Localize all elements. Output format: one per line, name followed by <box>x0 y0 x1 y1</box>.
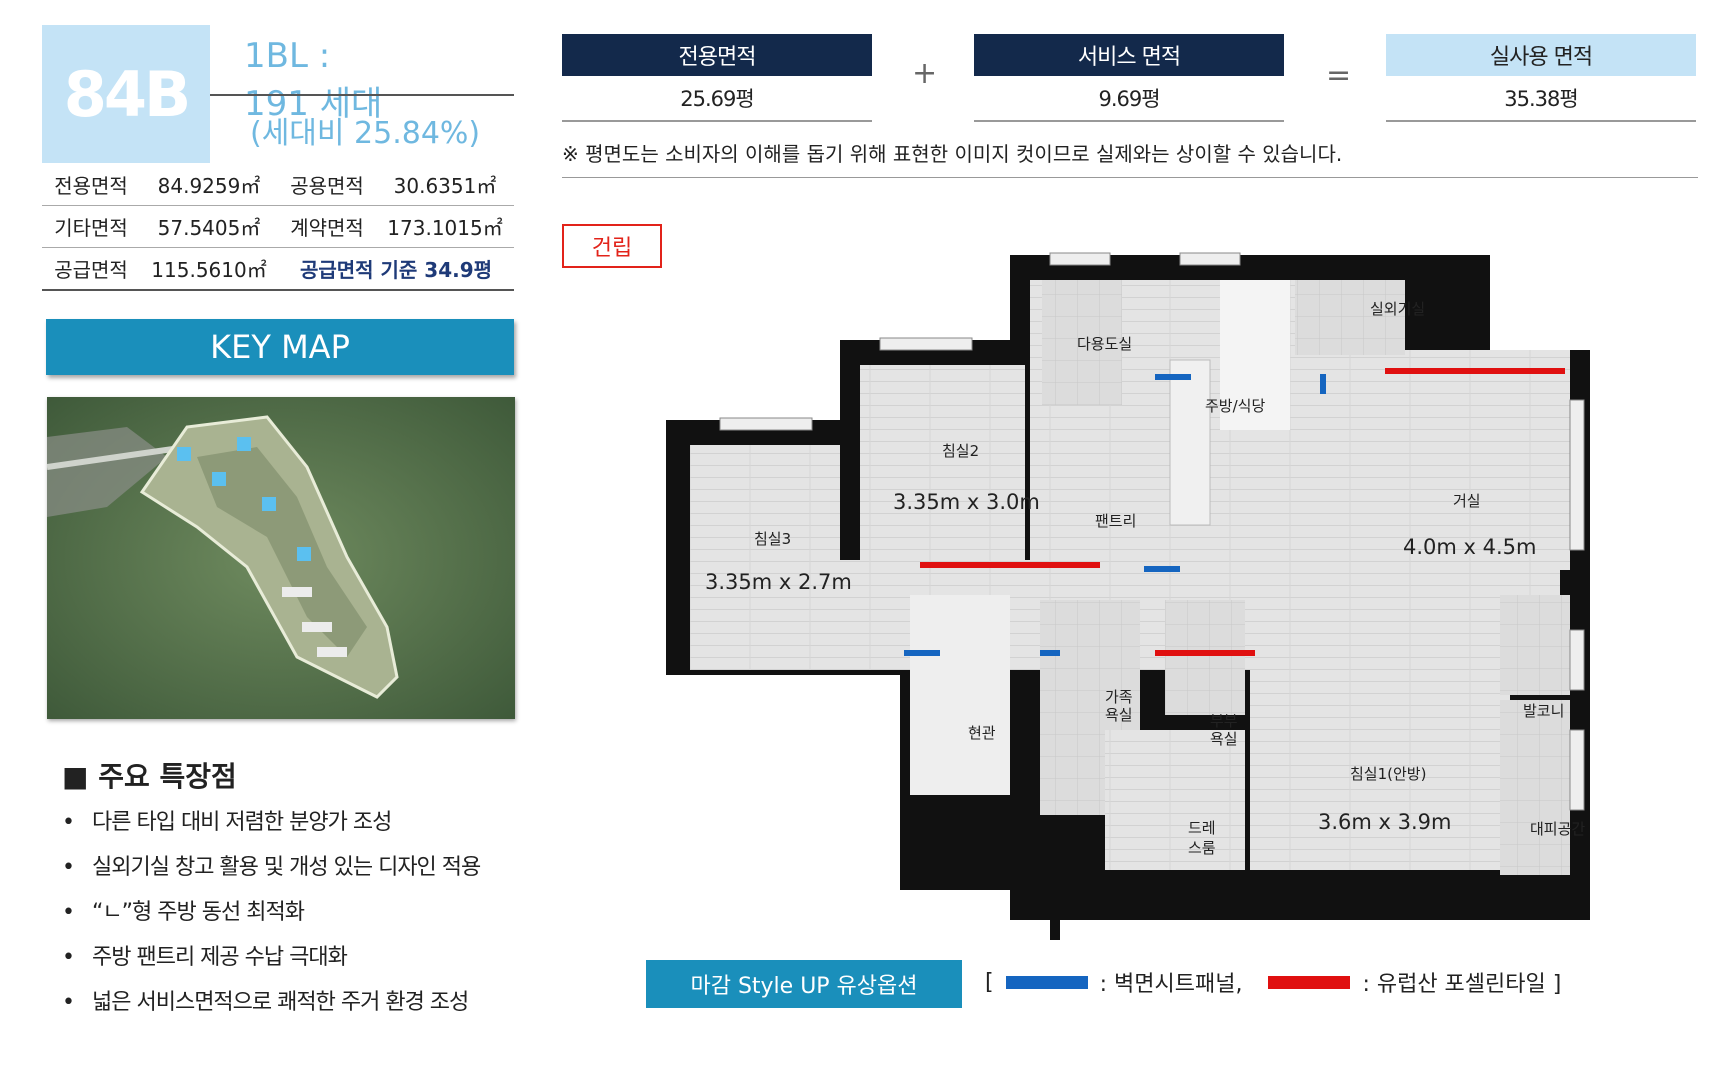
room-label-balcony: 발코니 <box>1523 702 1565 720</box>
block-households: 1BL : 191 세대 <box>244 36 514 125</box>
service-area-label: 서비스 면적 <box>974 34 1284 76</box>
plus-sign: + <box>912 56 938 91</box>
household-ratio: (세대비 25.84%) <box>250 116 481 151</box>
room-label-multipurpose: 다용도실 <box>1077 335 1133 353</box>
room-label-dress-2: 스룸 <box>1188 839 1216 857</box>
room-label-couple-bath-2: 욕실 <box>1210 730 1238 748</box>
area-key: 기타면적 <box>42 205 140 248</box>
list-item: 다른 타입 대비 저렴한 분양가 조성 <box>62 808 480 853</box>
area-key: 전용면적 <box>42 164 140 206</box>
block-label: 1BL : <box>244 36 331 76</box>
divider <box>210 94 514 96</box>
room-label-bed3: 침실3 <box>754 530 792 548</box>
exclusive-area-label: 전용면적 <box>562 34 872 76</box>
room-label-pantry: 팬트리 <box>1095 512 1137 530</box>
list-item: 주방 팬트리 제공 수납 극대화 <box>62 943 480 988</box>
table-row: 기타면적 57.5405㎡ 계약면적 173.1015㎡ <box>42 205 514 248</box>
actual-area-value: 35.38평 <box>1386 76 1696 122</box>
room-label-kitchen: 주방/식당 <box>1205 397 1266 415</box>
features-title: ■ 주요 특장점 <box>62 760 237 793</box>
unit-type-badge: 84B <box>42 25 210 163</box>
list-item: 넓은 서비스면적으로 쾌적한 주거 환경 조성 <box>62 988 480 1033</box>
area-key: 공급면적 <box>42 247 140 291</box>
room-label-family-bath-1: 가족 <box>1105 688 1133 706</box>
features-list: 다른 타입 대비 저렴한 분양가 조성 실외기실 창고 활용 및 개성 있는 디… <box>62 808 481 1033</box>
exclusive-area-summary: 전용면적 25.69평 <box>562 34 872 122</box>
room-label-bed1: 침실1(안방) <box>1350 765 1427 783</box>
list-item: “ㄴ”형 주방 동선 최적화 <box>62 898 480 943</box>
room-label-bed2: 침실2 <box>942 442 980 460</box>
legend-open-bracket: [ <box>985 969 994 995</box>
keymap-aerial-illustration <box>47 397 515 719</box>
area-value: 115.5610㎡ <box>140 247 278 291</box>
actual-area-label: 실사용 면적 <box>1386 34 1696 76</box>
keymap-button[interactable]: KEY MAP <box>46 319 514 375</box>
room-label-couple-bath-1: 부부 <box>1210 712 1238 730</box>
area-value: 173.1015㎡ <box>376 205 514 248</box>
legend-red-label: : 유럽산 포셀린타일 ] <box>1362 972 1562 997</box>
area-table: 전용면적 84.9259㎡ 공용면적 30.6351㎡ 기타면적 57.5405… <box>42 164 514 291</box>
paid-option-label: 마감 Style UP 유상옵션 <box>646 960 962 1008</box>
room-dim-living: 4.0m x 4.5m <box>1403 535 1537 559</box>
area-key: 공용면적 <box>278 164 376 206</box>
red-swatch <box>1268 975 1351 989</box>
room-label-outdoor-unit: 실외기실 <box>1370 300 1426 318</box>
area-value: 84.9259㎡ <box>140 164 278 206</box>
room-label-family-bath-2: 욕실 <box>1105 706 1133 724</box>
room-dim-bed2: 3.35m x 3.0m <box>893 490 1040 514</box>
blue-swatch <box>1005 975 1088 989</box>
list-item: 실외기실 창고 활용 및 개성 있는 디자인 적용 <box>62 853 481 898</box>
room-dim-bed1: 3.6m x 3.9m <box>1318 810 1452 834</box>
keymap-image <box>47 397 515 719</box>
built-badge: 건립 <box>562 224 662 268</box>
disclaimer-notice: ※ 평면도는 소비자의 이해를 돕기 위해 표현한 이미지 컷이므로 실제와는 … <box>562 138 1698 178</box>
equals-sign: = <box>1326 58 1352 93</box>
legend-blue-label: : 벽면시트패널, <box>1099 972 1243 997</box>
actual-area-summary: 실사용 면적 35.38평 <box>1386 34 1696 122</box>
floor-plan <box>666 252 1590 940</box>
supply-area-note: 공급면적 기준 34.9평 <box>278 247 514 291</box>
service-area-summary: 서비스 면적 9.69평 <box>974 34 1284 122</box>
room-label-evac: 대피공간 <box>1530 820 1586 838</box>
table-row: 공급면적 115.5610㎡ 공급면적 기준 34.9평 <box>42 247 514 291</box>
area-value: 57.5405㎡ <box>140 205 278 248</box>
table-row: 전용면적 84.9259㎡ 공용면적 30.6351㎡ <box>42 164 514 206</box>
legend: [ : 벽면시트패널, : 유럽산 포셀린타일 ] <box>985 966 1561 998</box>
service-area-value: 9.69평 <box>974 76 1284 122</box>
households-count: 191 세대 <box>244 84 383 124</box>
room-label-entrance: 현관 <box>968 724 996 742</box>
room-label-living: 거실 <box>1453 492 1481 510</box>
area-value: 30.6351㎡ <box>376 164 514 206</box>
area-key: 계약면적 <box>278 205 376 248</box>
room-label-dress-1: 드레 <box>1188 819 1216 837</box>
exclusive-area-value: 25.69평 <box>562 76 872 122</box>
room-dim-bed3: 3.35m x 2.7m <box>705 570 852 594</box>
